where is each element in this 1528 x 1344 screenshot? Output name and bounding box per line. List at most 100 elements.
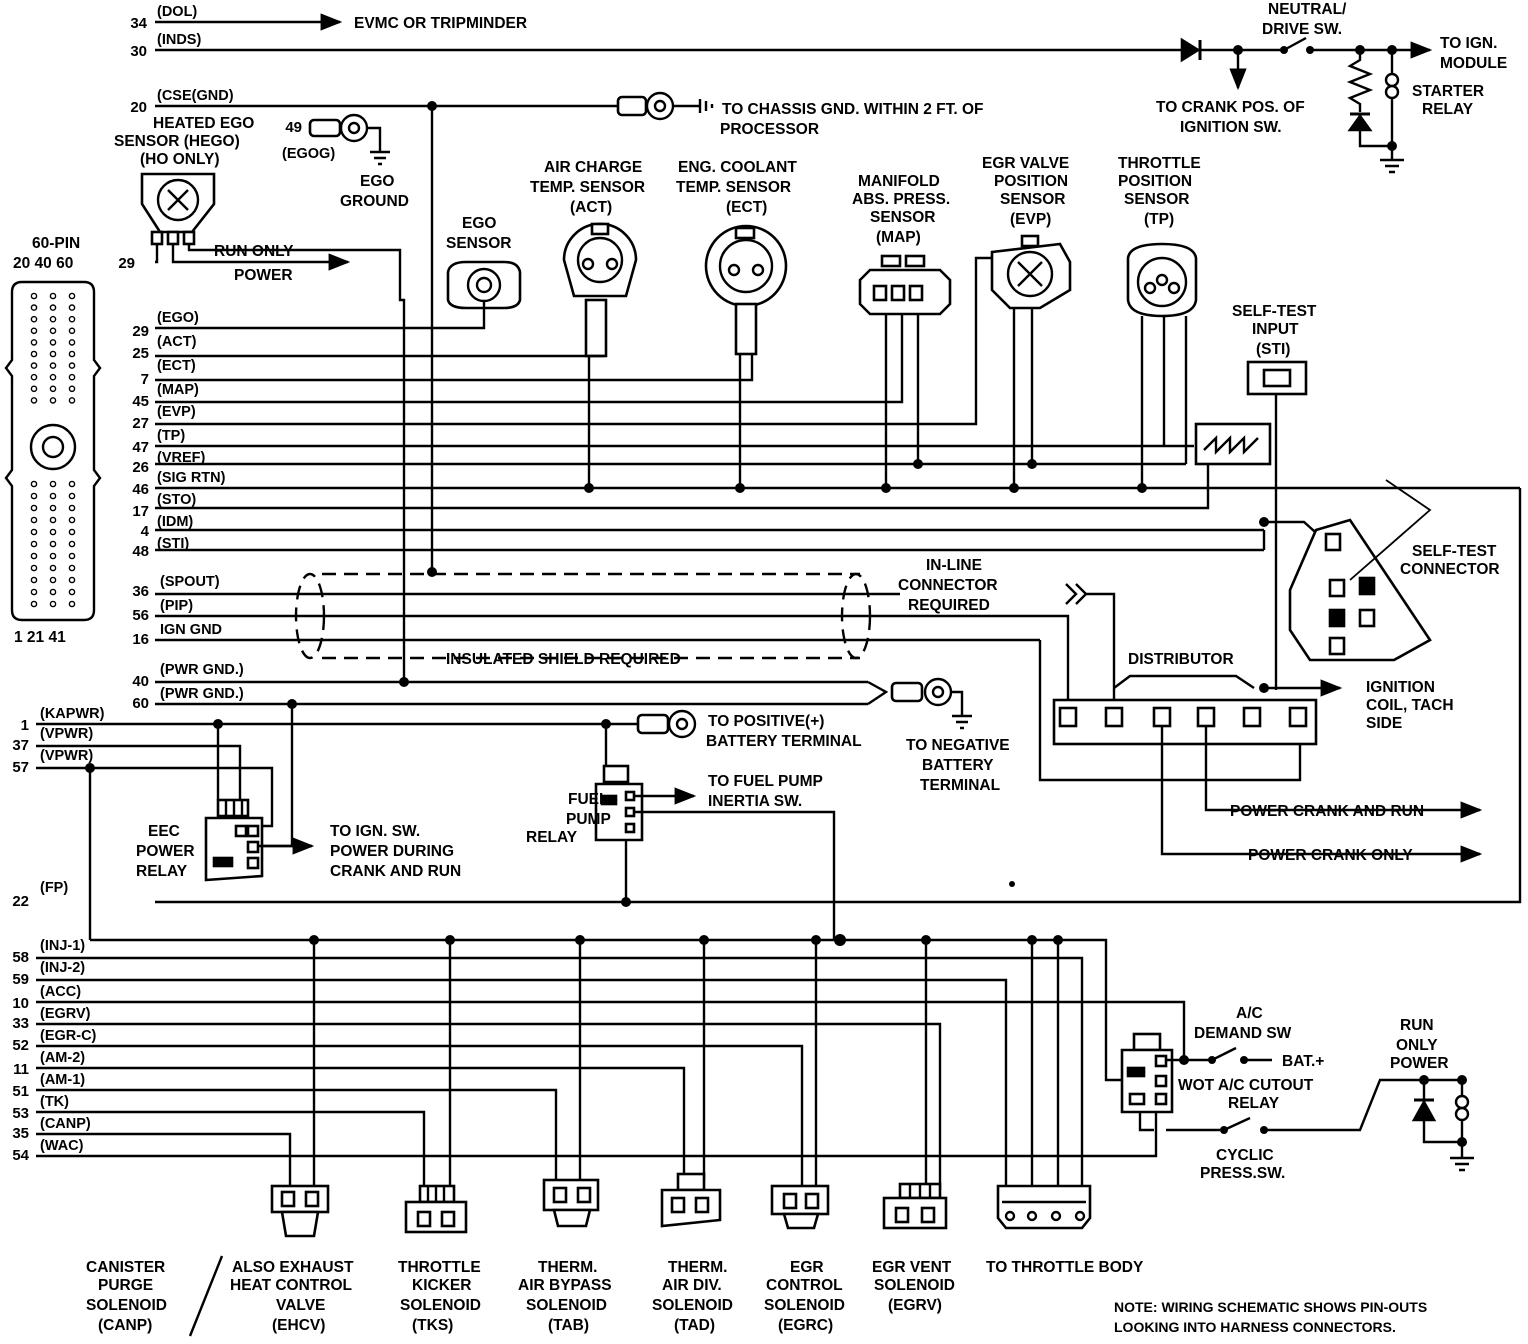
canp-label-1: CANISTER [86,1259,165,1276]
pin-number: 34 [130,15,147,32]
egrc-label-3: SOLENOID [764,1297,845,1314]
pin-number: 36 [132,583,149,600]
pin-number: 4 [141,523,150,540]
harness-pin-holes [30,292,76,608]
distributor: DISTRIBUTOR IGNITION COIL, TACH SIDE POW… [1009,651,1483,887]
harness-bottom-pins: 1 21 41 [14,629,66,646]
harness-pin-hole [30,339,38,346]
pin-signal: (ACC) [40,984,81,1000]
inertia-label-2: INERTIA SW. [708,793,802,810]
hego-label-1: HEATED EGO [153,115,254,132]
pin-signal: (VPWR) [40,726,93,742]
inline-label-2: CONNECTOR [898,577,998,594]
harness-pin-hole [68,339,76,346]
sto-box [1194,422,1272,466]
pin-signal: (ECT) [157,358,196,374]
diode-icon [1180,37,1201,63]
pin-signal: (PWR GND.) [160,686,244,702]
egrc-solenoid [770,1184,830,1230]
harness-pin-hole [68,528,76,536]
starter-relay-label-2: RELAY [1422,101,1474,118]
tab-label-1: THERM. [538,1259,597,1276]
pin-number: 57 [12,759,29,776]
ego-ground-label-1: EGO [360,173,394,190]
pin-number: 58 [12,949,29,966]
sti-label-1: SELF-TEST [1232,303,1317,320]
ego-ground-icon [367,126,390,166]
harness-connector: 60-PIN 20 40 60 1 21 41 [4,235,102,646]
ign-module-label-1: TO IGN. [1440,35,1497,52]
harness-pin-hole [68,492,76,500]
pin-number: 49 [285,119,302,136]
neutral-sw-label-1: NEUTRAL/ [1268,1,1347,18]
tks-label-3: SOLENOID [400,1297,481,1314]
pin-signal: (SPOUT) [160,574,220,590]
egrv-label-3: (EGRV) [888,1297,942,1314]
evp-sensor: EGR VALVE POSITION SENSOR (EVP) [155,155,1072,490]
hego-sensor: HEATED EGO SENSOR (HEGO) (HO ONLY) RUN O… [114,115,406,686]
egrc-connector [770,1184,830,1216]
pin-signal: (ACT) [157,334,197,350]
pin-signal: (STO) [157,492,196,508]
harness-pin-hole [30,588,38,596]
ehcv-label-1: ALSO EXHAUST [232,1259,354,1276]
egrc-label-2: CONTROL [766,1277,843,1294]
self-test-connector: SELF-TEST CONNECTOR [1288,479,1500,662]
harness-pin-hole [49,564,57,572]
tad-label-4: (TAD) [674,1317,715,1334]
starter-diode-icon [1347,113,1373,132]
eec-power-relay: EEC POWER RELAY TO IGN. SW. POWER DURING… [136,798,461,882]
evp-label-1: EGR VALVE [982,155,1069,172]
pin-number: 22 [12,893,29,910]
pin-signal: (INJ-2) [40,960,85,976]
ego-ground-label-2: GROUND [340,193,409,210]
bat-plus-label: BAT.+ [1282,1053,1324,1070]
map-sensor: MANIFOLD ABS. PRESS. SENSOR (MAP) [155,173,952,490]
harness-pin-hole [68,315,76,323]
ect-label-1: ENG. COOLANT [678,159,797,176]
harness-pin-hole [49,315,57,323]
harness-pin-hole [49,327,57,335]
egrv-solenoid [882,1182,948,1230]
tks-label-1: THROTTLE [398,1259,481,1276]
canp-solenoid [270,1184,330,1238]
harness-pin-hole [30,373,38,381]
pin-number: 54 [12,1147,29,1164]
harness-top-pins: 20 40 60 [13,255,73,272]
pin-number: 29 [132,323,149,340]
harness-pin-hole [49,552,57,560]
inline-label-3: REQUIRED [908,597,990,614]
solenoid-labels: CANISTER PURGE SOLENOID (CANP) ALSO EXHA… [86,1255,1427,1337]
harness-pin-hole [68,327,76,335]
ignition-coil-label-2: COIL, TACH [1366,697,1454,714]
harness-pin-hole [68,385,76,393]
self-test-input: SELF-TEST INPUT (STI) [155,303,1325,690]
ignition-coil-label-3: SIDE [1366,715,1402,732]
wot-relay: BAT.+ A/C DEMAND SW WOT A/C CUTOUT RELAY… [1120,1005,1474,1182]
shielded-section: INSULATED SHIELD REQUIRED IN-LINE CONNEC… [155,106,1302,782]
harness-pin-hole [49,528,57,536]
pin-signal: (CSE(GND) [157,88,234,104]
map-label-3: SENSOR [870,209,935,226]
act-sensor: AIR CHARGE TEMP. SENSOR (ACT) [155,159,645,490]
evp-label-2: POSITION [994,173,1068,190]
ign-sw-label-1: TO IGN. SW. [330,823,420,840]
harness-pin-hole [30,564,38,572]
pin-number: 17 [132,503,149,520]
insulated-shield [322,572,860,660]
pin-signal: (INDS) [157,32,201,48]
cyclic-label-2: PRESS.SW. [1200,1165,1285,1182]
harness-pin-hole [49,576,57,584]
pin-signal: (VREF) [157,450,206,466]
tad-label-1: THERM. [668,1259,727,1276]
tad-label-3: SOLENOID [652,1297,733,1314]
distributor-label: DISTRIBUTOR [1128,651,1234,668]
pin-number: 10 [12,995,29,1012]
pin-number: 7 [141,371,149,388]
canp-label-2: PURGE [98,1277,153,1294]
chassis-gnd-label-1: TO CHASSIS GND. WITHIN 2 FT. OF [722,101,984,118]
harness-pin-hole [49,600,57,608]
sto-zigzag-icon [1203,435,1259,455]
ign-sw-label-2: POWER DURING [330,843,454,860]
inertia-label-1: TO FUEL PUMP [708,773,823,790]
